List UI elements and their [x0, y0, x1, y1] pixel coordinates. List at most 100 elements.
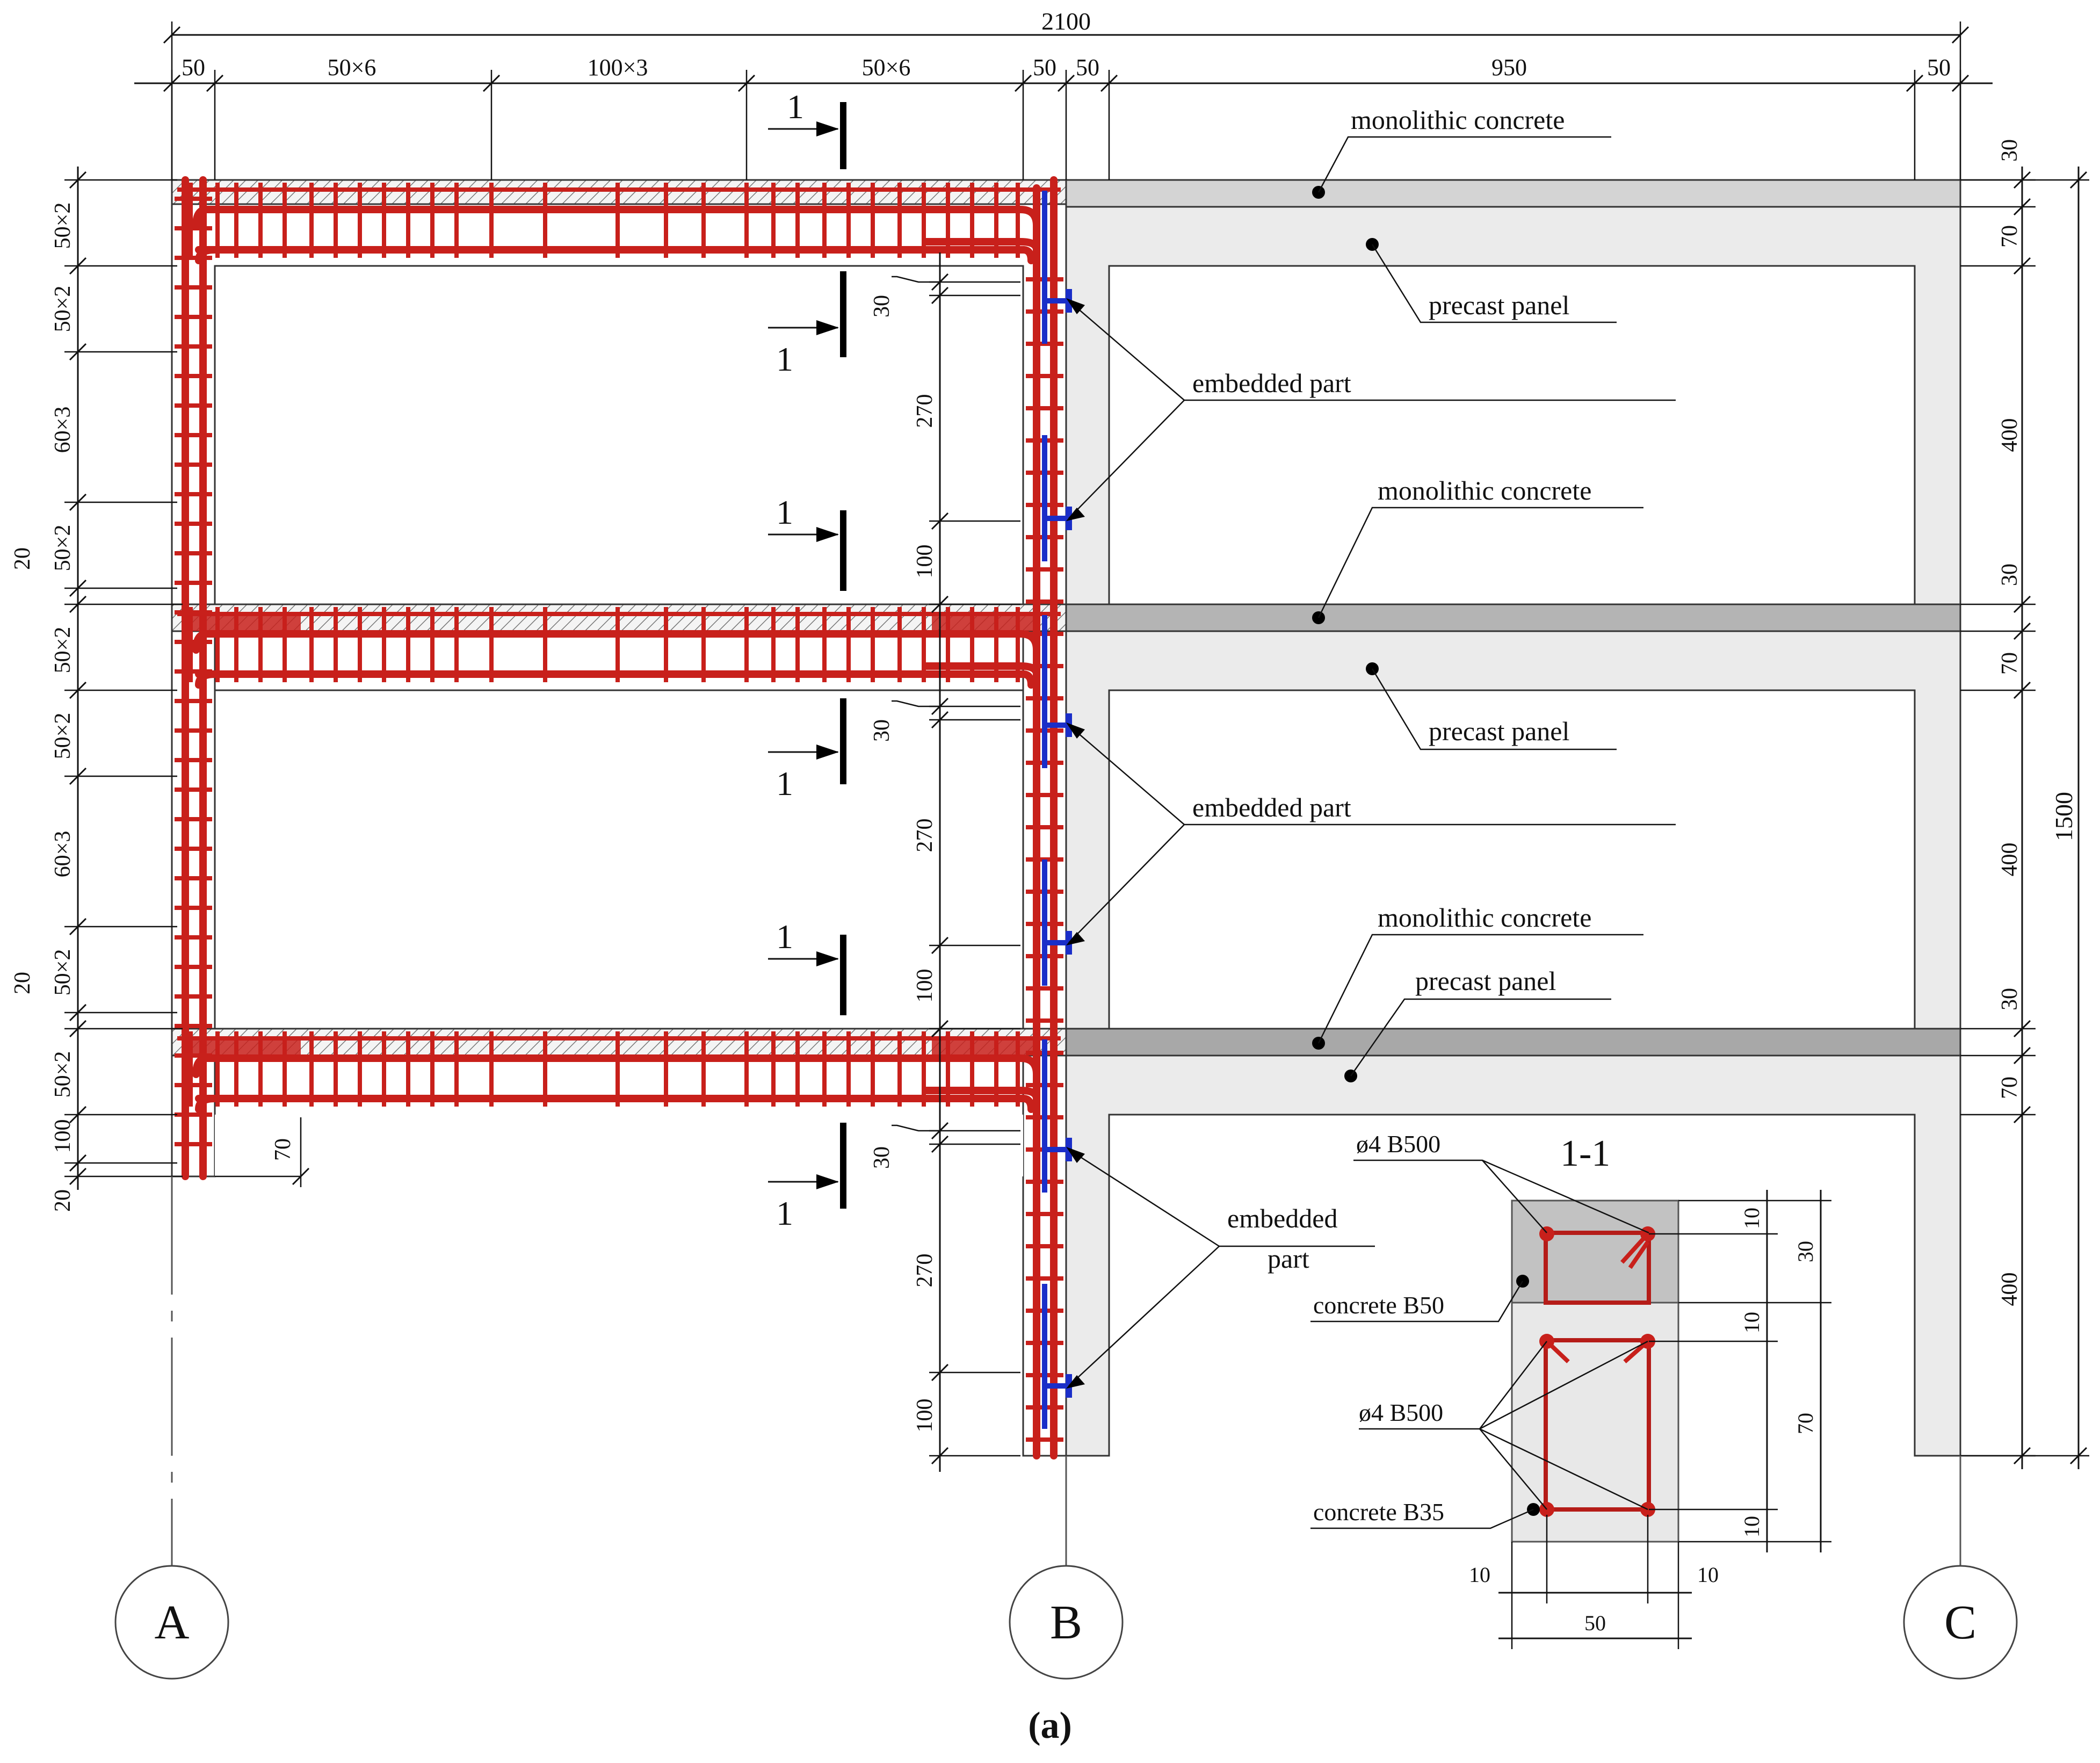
- section-dim-right-1: 30: [1793, 1241, 1817, 1262]
- label-concrete-b35: concrete B35: [1313, 1498, 1444, 1526]
- rebar-bar: [192, 1054, 1040, 1078]
- section-top-b50: [1511, 1200, 1679, 1304]
- dim-left-13: 70: [271, 1138, 295, 1161]
- dim-left-11: 100: [50, 1119, 75, 1153]
- rebar-bar: [923, 238, 1040, 254]
- rebar-lap: [185, 1037, 301, 1056]
- label-rebar-spec-1: ø4 B500: [1356, 1130, 1440, 1158]
- label-embedded-part-2: embedded part: [1192, 792, 1351, 822]
- section-1-1-detail: 1-1 ø4 B500 concrete B50 ø4 B500 concret…: [1310, 1130, 1831, 1649]
- section-dim-right-0: 10: [1740, 1208, 1764, 1229]
- left-dimensions: 50×2 50×2 60×3 50×2 20 50×2 50×2 60×3 50…: [10, 167, 310, 1212]
- label-concrete-b50: concrete B50: [1313, 1291, 1444, 1319]
- dim-leader: [892, 276, 940, 283]
- dim-mid-4: 270: [913, 819, 937, 852]
- axis-c: C: [1903, 1565, 2018, 1680]
- dim-right-0: 30: [1997, 139, 2022, 162]
- section-mark-label: 1: [787, 88, 804, 126]
- section-dim-right-4: 10: [1740, 1516, 1764, 1537]
- top-dimensions: 2100 50 50×6 100×3 50×6 50 50 950 50: [134, 8, 1993, 180]
- section-mark-1-low-b: 1: [768, 1123, 846, 1232]
- label-monolithic-concrete-1: monolithic concrete: [1351, 105, 1565, 135]
- section-mark-1-mid-a: 1: [768, 493, 846, 591]
- dim-left-9: 20: [10, 972, 35, 994]
- label-precast-panel-2: precast panel: [1429, 716, 1569, 746]
- dim-top-seg-2: 100×3: [588, 54, 648, 81]
- dim-mid-2: 100: [913, 545, 937, 579]
- dim-right-1: 70: [1997, 225, 2022, 248]
- dim-left-12: 20: [50, 1189, 75, 1212]
- axis-label-c: C: [1944, 1596, 1976, 1649]
- dim-top-seg-6: 950: [1491, 54, 1527, 81]
- rebar-bar: [923, 1087, 1040, 1102]
- dim-top-seg-5: 50: [1076, 54, 1099, 81]
- dim-right-7: 70: [1997, 1076, 2022, 1099]
- dim-right-total: 1500: [2050, 792, 2077, 841]
- dim-top-seg-4: 50: [1033, 54, 1056, 81]
- axis-label-b: B: [1050, 1596, 1082, 1649]
- section-marks: 1 1 1 1 1 1: [768, 88, 846, 1232]
- label-precast-panel-3: precast panel: [1415, 966, 1556, 996]
- dim-left-10: 50×2: [50, 1051, 75, 1098]
- section-dim-bottom-0: 10: [1469, 1563, 1490, 1587]
- dim-top-seg-1: 50×6: [328, 54, 376, 81]
- dim-mid-8: 100: [913, 1399, 937, 1433]
- dim-right-8: 400: [1997, 1273, 2022, 1306]
- dim-left-5: 50×2: [50, 627, 75, 674]
- label-monolithic-concrete-2: monolithic concrete: [1378, 475, 1591, 505]
- dim-mid-1: 270: [913, 394, 937, 428]
- monolithic-slab-1: [1065, 179, 1961, 208]
- section-mark-label: 1: [776, 340, 793, 378]
- rebar-lap: [932, 1037, 1034, 1056]
- dim-left-2: 60×3: [50, 407, 75, 453]
- dim-left-8: 50×2: [50, 949, 75, 996]
- section-mark-label: 1: [776, 493, 793, 531]
- axis-a: A: [114, 1565, 229, 1680]
- dim-leader: [892, 1124, 940, 1132]
- label-precast-panel-1: precast panel: [1429, 290, 1569, 320]
- section-mark-1-top-a: 1: [768, 88, 846, 169]
- rebar-lap: [185, 612, 301, 631]
- monolithic-slab-3: [1065, 1028, 1961, 1057]
- dim-top-seg-0: 50: [182, 54, 205, 81]
- dim-left-4: 20: [10, 547, 35, 570]
- dim-top-seg-3: 50×6: [862, 54, 911, 81]
- section-mark-1-top-b: 1: [768, 271, 846, 378]
- precast-panel-top: [1065, 206, 1961, 605]
- axis-b: B: [1009, 1565, 1124, 1680]
- right-dimensions: 30 70 400 30 70 400 30 70 400 1500: [1960, 139, 2089, 1469]
- rebar-cage: [175, 176, 1063, 1459]
- label-embedded-part-1: embedded part: [1192, 368, 1351, 398]
- axis-label-a: A: [155, 1596, 190, 1649]
- dim-left-7: 60×3: [50, 831, 75, 878]
- section-dim-right-2: 10: [1740, 1312, 1764, 1333]
- dim-mid-7: 270: [913, 1254, 937, 1288]
- label-embedded-part-3b: part: [1268, 1244, 1309, 1274]
- dim-top-total: 2100: [1041, 8, 1091, 35]
- section-mark-label: 1: [776, 1194, 793, 1232]
- grid-axes: A B C: [114, 1176, 2018, 1680]
- label-embedded-part-3a: embedded: [1227, 1203, 1337, 1233]
- dim-top-seg-7: 50: [1927, 54, 1951, 81]
- section-dim-bottom-2: 50: [1584, 1611, 1606, 1635]
- label-rebar-spec-2: ø4 B500: [1359, 1399, 1443, 1426]
- embedded-parts: [1042, 191, 1072, 1429]
- figure-caption: (a): [1028, 1705, 1072, 1746]
- dim-right-2: 400: [1997, 418, 2022, 452]
- rebar-lap: [932, 612, 1034, 631]
- dim-mid-0: 30: [870, 295, 894, 317]
- dim-right-5: 400: [1997, 843, 2022, 877]
- dim-left-1: 50×2: [50, 286, 75, 333]
- dim-leader: [892, 700, 940, 707]
- section-mark-1-low-a: 1: [768, 917, 846, 1015]
- section-dim-right-3: 70: [1793, 1413, 1817, 1434]
- middle-dimensions: 30 270 100 30 270 100 30 270 100: [870, 252, 1020, 1472]
- callouts: monolithic concrete precast panel embedd…: [1066, 105, 1676, 1389]
- dim-left-0: 50×2: [50, 203, 75, 249]
- dim-mid-6: 30: [870, 1146, 894, 1169]
- dim-right-4: 70: [1997, 652, 2022, 675]
- precast-panel-bottom: [1065, 1054, 1961, 1457]
- section-mark-1-mid-b: 1: [768, 698, 846, 803]
- section-mark-label: 1: [776, 917, 793, 956]
